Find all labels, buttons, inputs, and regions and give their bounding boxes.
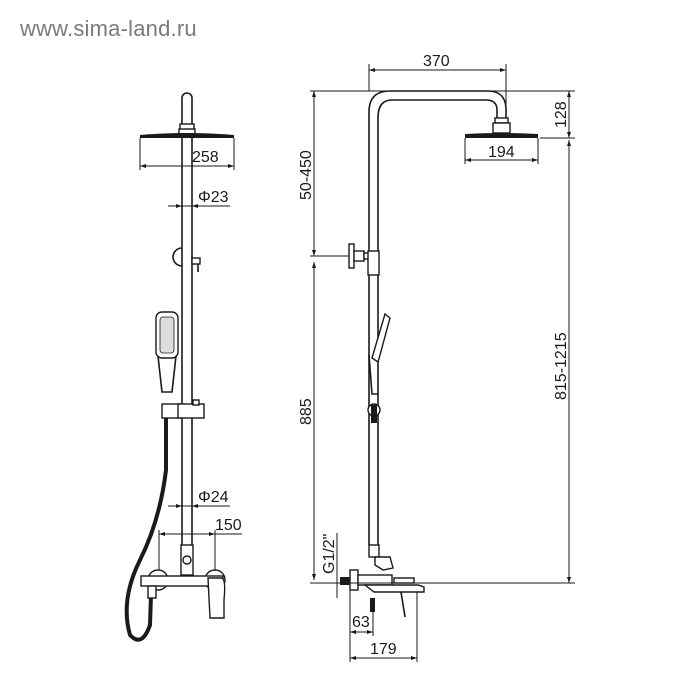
- dim-head-drop: 128: [553, 101, 570, 128]
- dim-mixer-depth: 179: [370, 641, 397, 658]
- side-view: 370 128 194 50-450: [298, 53, 575, 662]
- dim-lower-height: 885: [298, 398, 315, 425]
- dim-pipe-diameter: Φ23: [198, 189, 229, 206]
- dim-inlet-spacing: 150: [215, 517, 242, 534]
- dim-upper-adjust: 50-450: [298, 150, 315, 200]
- dim-lower-diameter: Φ24: [198, 489, 229, 506]
- watermark: www.sima-land.ru: [20, 16, 197, 41]
- dim-head-width-front: 258: [192, 149, 219, 166]
- dim-total-height: 815-1215: [553, 332, 570, 400]
- dim-spout-offset: 63: [352, 614, 370, 631]
- dim-thread: G1/2": [321, 534, 338, 574]
- front-view: 258 Φ23 Φ24 150: [124, 92, 242, 642]
- dim-head-width-side: 194: [488, 144, 515, 161]
- dim-arm-reach: 370: [423, 53, 450, 70]
